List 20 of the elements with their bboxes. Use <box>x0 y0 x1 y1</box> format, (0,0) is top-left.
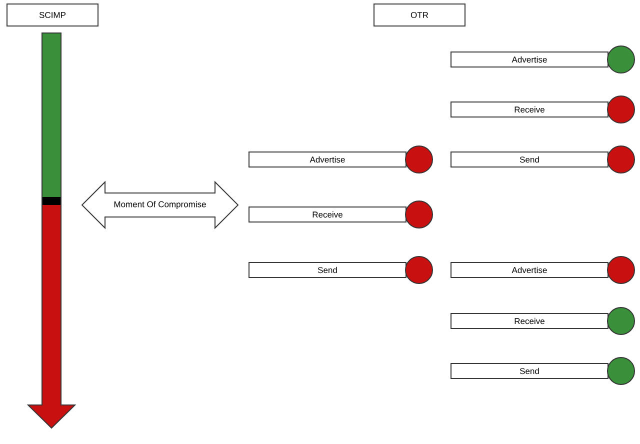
step-bar: Advertise <box>248 152 406 168</box>
status-circle <box>405 200 433 228</box>
column-header-box: OTR <box>374 4 466 26</box>
status-circle <box>405 146 433 174</box>
column-header-box: SCIMP <box>6 4 98 26</box>
status-circle <box>607 357 635 385</box>
status-circle <box>607 256 635 284</box>
step-bar: Receive <box>450 102 608 118</box>
step-bar: Receive <box>450 313 608 329</box>
step-bar: Advertise <box>450 262 608 278</box>
status-circle <box>607 146 635 174</box>
step-bar: Send <box>248 262 406 278</box>
step-bar: Send <box>450 363 608 379</box>
status-circle <box>405 256 433 284</box>
step-bar: Advertise <box>450 52 608 68</box>
step-bar: Receive <box>248 206 406 222</box>
status-circle <box>607 96 635 124</box>
step-bar: Send <box>450 152 608 168</box>
status-circle <box>607 307 635 335</box>
status-circle <box>607 46 635 74</box>
